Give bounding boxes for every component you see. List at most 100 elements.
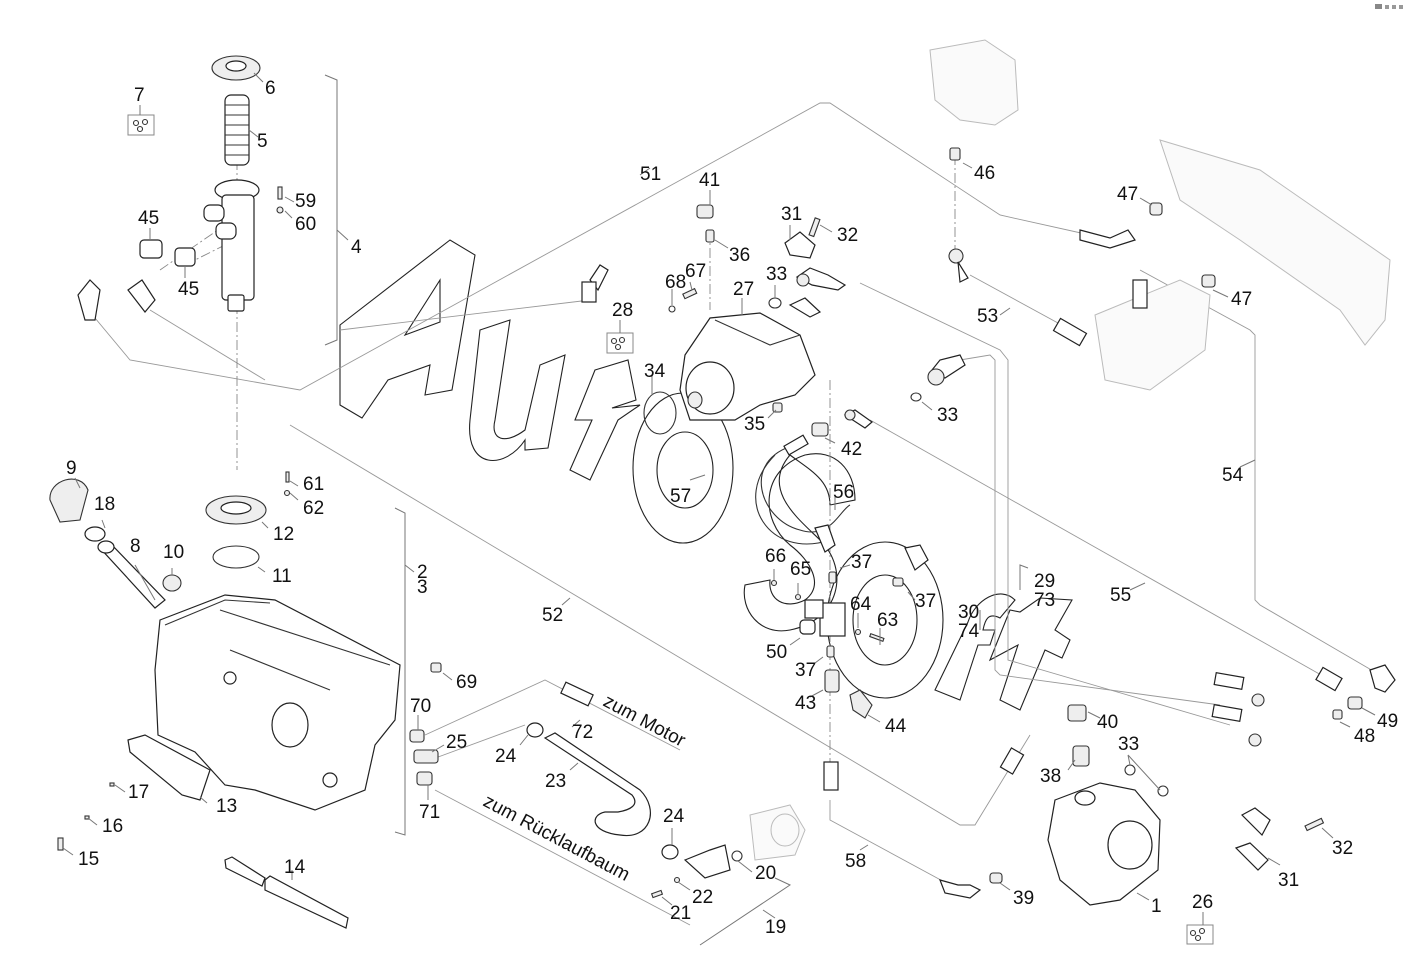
fitting-48-part[interactable]: [1332, 709, 1343, 720]
callout-55[interactable]: 55: [1110, 585, 1131, 606]
elbow-fitting-part[interactable]: [683, 844, 731, 879]
elbow-40-part[interactable]: [1067, 704, 1087, 722]
callout-20[interactable]: 20: [755, 863, 776, 884]
callout-37a[interactable]: 37: [851, 552, 872, 573]
callout-15[interactable]: 15: [78, 849, 99, 870]
fitting-38-part[interactable]: [1072, 745, 1090, 767]
bar-14-part[interactable]: [224, 856, 349, 929]
bolt-32b-part[interactable]: [1304, 817, 1325, 832]
fitting-39-part[interactable]: [989, 872, 1003, 884]
hose-end-72-part[interactable]: [560, 681, 594, 707]
callout-32b[interactable]: 32: [1332, 838, 1353, 859]
hose-end-left-a[interactable]: [77, 279, 101, 321]
seal-kit-box-26[interactable]: [1186, 924, 1214, 945]
callout-24a[interactable]: 24: [495, 746, 517, 767]
more-dot-icon[interactable]: [1399, 4, 1403, 9]
hose-end-58a[interactable]: [823, 761, 839, 791]
washer-60-part[interactable]: [276, 206, 284, 214]
fitting-45b-part[interactable]: [174, 247, 196, 267]
washer-17-part[interactable]: [109, 782, 115, 787]
callout-45b[interactable]: 45: [178, 279, 199, 300]
callout-33a[interactable]: 33: [766, 264, 787, 285]
callout-60[interactable]: 60: [295, 214, 316, 235]
callout-41[interactable]: 41: [699, 170, 720, 191]
callout-23[interactable]: 23: [545, 771, 566, 792]
more-dot-icon[interactable]: [1392, 4, 1396, 9]
image-icon[interactable]: [1375, 4, 1382, 9]
clamp-24a-part[interactable]: [526, 722, 544, 738]
o-ring-33a-part[interactable]: [768, 297, 782, 309]
callout-44[interactable]: 44: [885, 716, 907, 737]
hose-end-47a[interactable]: [1079, 229, 1136, 249]
screw-59-part[interactable]: [277, 186, 283, 200]
bolt-15-part[interactable]: [57, 837, 64, 851]
callout-17[interactable]: 17: [128, 782, 149, 803]
o-ring-33b-part[interactable]: [910, 392, 922, 402]
callout-33b[interactable]: 33: [937, 405, 958, 426]
washer-68-part[interactable]: [668, 305, 676, 313]
callout-51[interactable]: 51: [640, 164, 661, 185]
callout-4[interactable]: 4: [351, 237, 362, 258]
fitting-45a-part[interactable]: [139, 239, 163, 259]
fitting-47b-part[interactable]: [1201, 274, 1216, 288]
callout-56[interactable]: 56: [833, 482, 854, 503]
hose-end-33b-part[interactable]: [927, 354, 966, 386]
gear-pump-part[interactable]: [749, 804, 806, 861]
callout-28[interactable]: 28: [612, 300, 633, 321]
clamp-half-31a-lower-part[interactable]: [788, 297, 822, 318]
filter-housing-part[interactable]: [203, 179, 260, 312]
flange-12-part[interactable]: [205, 495, 267, 525]
fitting-71-part[interactable]: [416, 771, 433, 786]
manifold-ghost-part[interactable]: [1094, 279, 1211, 391]
hose-53-end-b[interactable]: [1052, 317, 1088, 347]
callout-57[interactable]: 57: [670, 486, 691, 507]
callout-27[interactable]: 27: [733, 279, 754, 300]
hose-end-58b[interactable]: [939, 879, 982, 899]
callout-26[interactable]: 26: [1192, 892, 1213, 913]
fitting-42-part[interactable]: [811, 422, 829, 437]
tank-part[interactable]: [154, 594, 401, 811]
hose-end-54-part[interactable]: [1132, 279, 1148, 309]
hose-end-42-part[interactable]: [843, 409, 873, 429]
hose-53-end-a[interactable]: [948, 248, 969, 283]
more-dot-icon[interactable]: [1385, 4, 1389, 9]
hose-end-56b[interactable]: [814, 524, 836, 553]
plug-69-part[interactable]: [430, 662, 442, 673]
hose-end-37-part[interactable]: [904, 544, 929, 571]
hose-end-28-part[interactable]: [581, 264, 609, 303]
callout-10[interactable]: 10: [163, 542, 184, 563]
callout-13[interactable]: 13: [216, 796, 237, 817]
o-ring-33d-part[interactable]: [1157, 785, 1169, 797]
callout-3[interactable]: 3: [417, 577, 428, 598]
hose-end-29-part[interactable]: [999, 747, 1025, 775]
callout-36[interactable]: 36: [729, 245, 750, 266]
o-ring-34-part[interactable]: [643, 391, 677, 435]
hose-end-left-b[interactable]: [127, 279, 156, 313]
screw-63-part[interactable]: [869, 632, 885, 642]
o-ring-20-part[interactable]: [731, 850, 743, 862]
elbow-41-part[interactable]: [696, 204, 714, 219]
hose-end-54b[interactable]: [1315, 666, 1343, 692]
callout-46[interactable]: 46: [974, 163, 995, 184]
callout-38[interactable]: 38: [1040, 766, 1061, 787]
callout-45a[interactable]: 45: [138, 208, 159, 229]
fitting-25-part[interactable]: [413, 749, 439, 764]
callout-69[interactable]: 69: [456, 672, 477, 693]
callout-24b[interactable]: 24: [663, 806, 685, 827]
clamp-half-31a-part[interactable]: [784, 231, 816, 259]
washer-16-part[interactable]: [84, 815, 90, 820]
callout-22[interactable]: 22: [692, 887, 713, 908]
nipple-46-part[interactable]: [949, 147, 961, 161]
callout-25[interactable]: 25: [446, 732, 467, 753]
filler-pipe-8-part[interactable]: [97, 540, 166, 609]
callout-53[interactable]: 53: [977, 306, 998, 327]
callout-47b[interactable]: 47: [1231, 289, 1252, 310]
callout-59[interactable]: 59: [295, 191, 316, 212]
hydraulic-pump-1-part[interactable]: [1047, 782, 1161, 906]
o-ring-11-part[interactable]: [212, 545, 260, 569]
clamp-24b-part[interactable]: [661, 844, 679, 860]
seal-kit-box-7[interactable]: [127, 114, 155, 136]
screw-67-part[interactable]: [682, 287, 698, 300]
callout-67[interactable]: 67: [685, 261, 706, 282]
nipple-37b-part[interactable]: [892, 577, 904, 587]
